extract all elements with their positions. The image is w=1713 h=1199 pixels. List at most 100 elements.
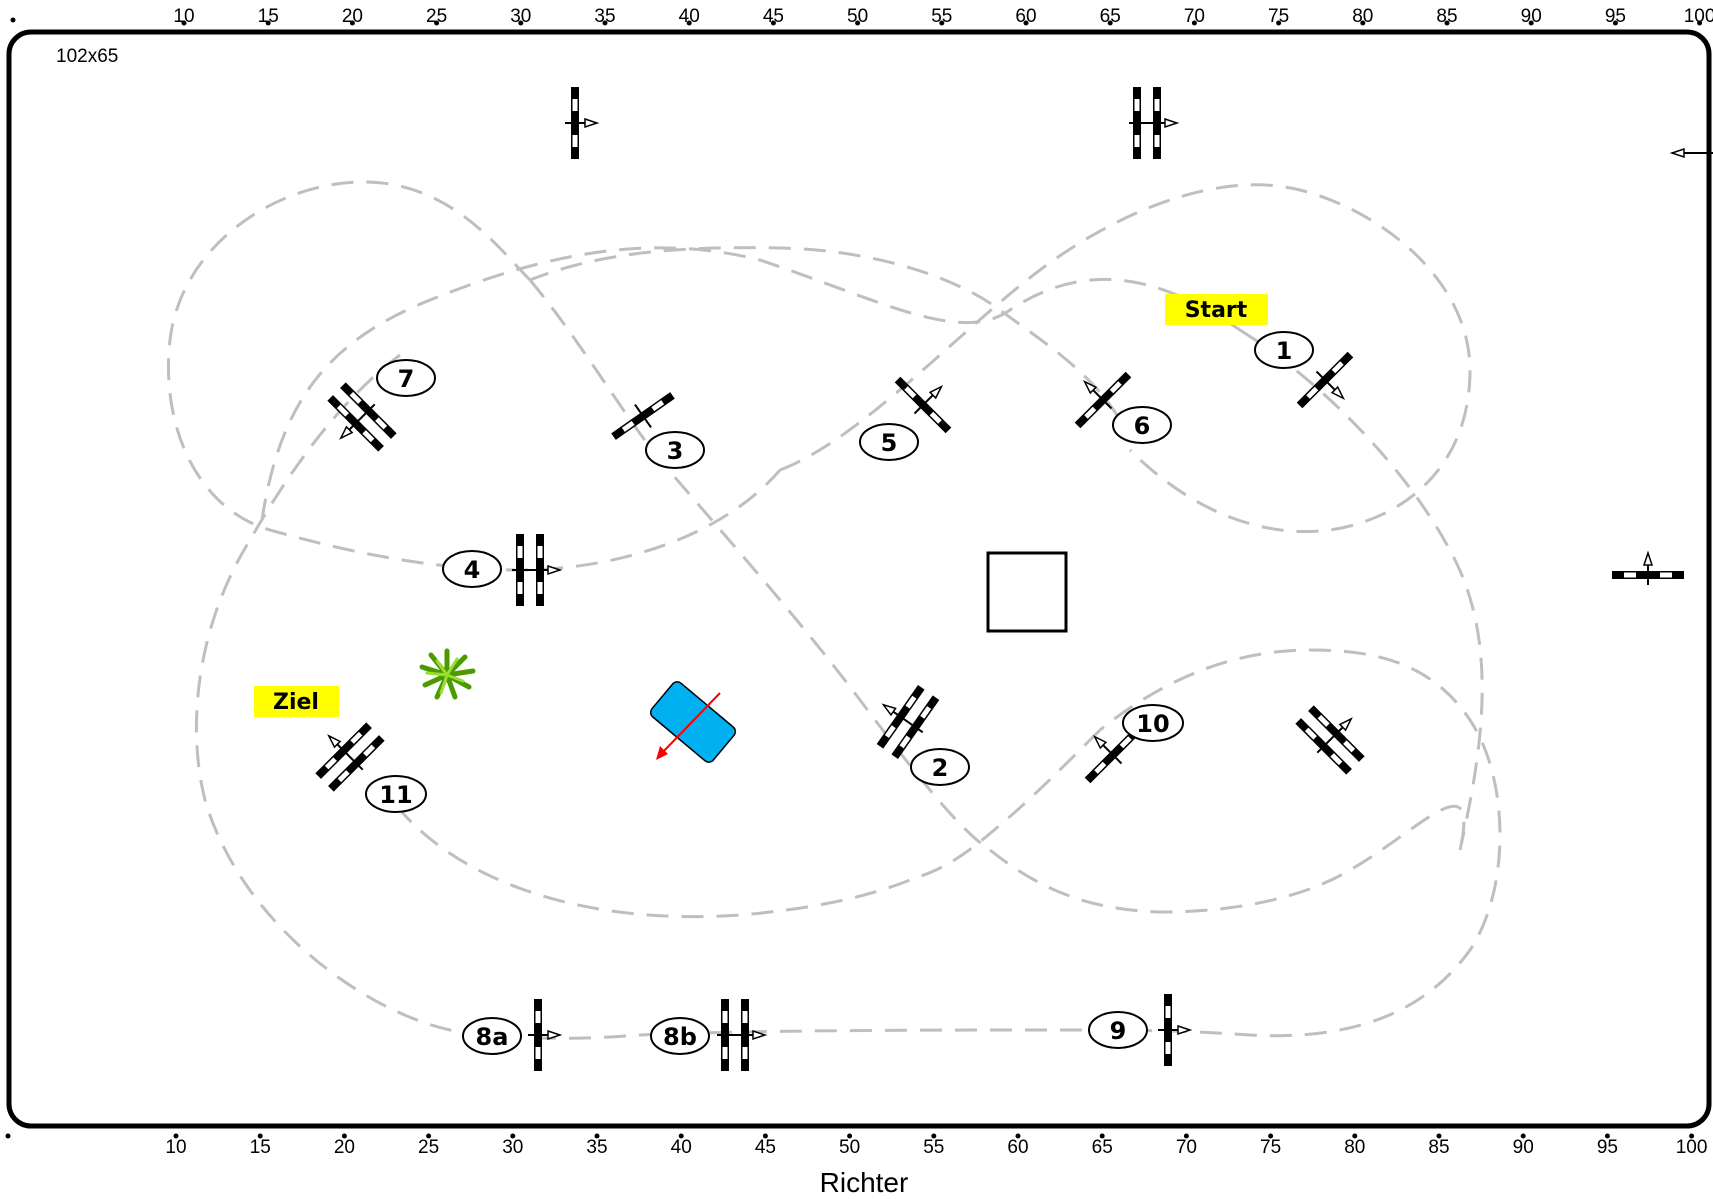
fence-8b-icon <box>717 999 765 1071</box>
ruler-bottom-tick-label: 100 <box>1676 1137 1708 1158</box>
ruler-bottom-tick-dot <box>257 1133 263 1139</box>
ruler-top-tick-label: 20 <box>342 6 363 27</box>
red-arrow-icon <box>656 692 721 760</box>
ruler-bottom-tick-dot <box>1183 1133 1189 1139</box>
fence-9-icon <box>1158 994 1190 1066</box>
ruler-bottom-tick-dot <box>1436 1133 1442 1139</box>
svg-text:5: 5 <box>881 429 898 457</box>
arena-size-label: 102x65 <box>56 46 118 67</box>
ruler-bottom-tick-label: 20 <box>334 1137 355 1158</box>
corner-dot-top-left <box>10 17 16 23</box>
fence-3-icon <box>611 392 675 440</box>
ruler-top-tick-dot <box>1444 20 1450 26</box>
ruler-bottom-tick-label: 35 <box>586 1137 607 1158</box>
ruler-top-tick-dot <box>434 20 440 26</box>
fence-extra-oxer-icon <box>1292 693 1377 778</box>
ruler-top-tick-dot <box>770 20 776 26</box>
svg-text:6: 6 <box>1134 412 1151 440</box>
ruler-top-tick-label: 95 <box>1605 6 1626 27</box>
finish-label: Ziel <box>254 686 339 717</box>
ruler-bottom-tick-label: 50 <box>839 1137 860 1158</box>
svg-text:Ziel: Ziel <box>273 690 319 715</box>
ruler-bottom-tick-label: 10 <box>165 1137 186 1158</box>
ruler-bottom-tick-label: 95 <box>1597 1137 1618 1158</box>
center-box <box>986 551 1068 633</box>
svg-text:1: 1 <box>1276 337 1293 365</box>
ruler-bottom-tick-dot <box>678 1133 684 1139</box>
ruler-top-tick-label: 10 <box>173 6 194 27</box>
ruler-bottom-tick-label: 15 <box>250 1137 271 1158</box>
obstacle-number-10: 10 <box>1122 704 1184 742</box>
ruler-top-tick-dot <box>181 20 187 26</box>
svg-text:7: 7 <box>398 365 415 393</box>
corner-dot-bottom-left <box>5 1133 11 1139</box>
fence-top-1-icon <box>565 87 597 159</box>
obstacle-number-9: 9 <box>1088 1011 1148 1049</box>
obstacle-number-11: 11 <box>365 775 427 813</box>
ruler-top-tick-label: 40 <box>679 6 700 27</box>
arena-border <box>6 29 1712 1129</box>
ruler-bottom-tick-label: 75 <box>1260 1137 1281 1158</box>
ruler-top-tick-label: 100 <box>1684 6 1713 27</box>
ruler-top-tick-dot <box>1697 20 1703 26</box>
svg-text:8b: 8b <box>663 1023 697 1051</box>
ruler-top-tick-label: 90 <box>1521 6 1542 27</box>
svg-text:3: 3 <box>667 437 684 465</box>
svg-text:4: 4 <box>464 556 481 584</box>
ruler-top-tick-label: 75 <box>1268 6 1289 27</box>
fence-8a-icon <box>528 999 560 1071</box>
ruler-bottom-tick-dot <box>1689 1133 1695 1139</box>
fence-top-oxer-icon <box>1129 87 1177 159</box>
ruler-bottom-tick-label: 85 <box>1428 1137 1449 1158</box>
ruler-top-tick-label: 30 <box>510 6 531 27</box>
course-path <box>167 180 1502 1040</box>
svg-text:10: 10 <box>1136 710 1169 738</box>
ruler-top-tick-dot <box>1191 20 1197 26</box>
ruler-top-tick-dot <box>602 20 608 26</box>
ruler-bottom-tick-label: 45 <box>755 1137 776 1158</box>
ruler-top-tick-dot <box>1023 20 1029 26</box>
ruler-bottom-tick-dot <box>1268 1133 1274 1139</box>
ruler-top-tick-dot <box>518 20 524 26</box>
obstacle-number-4: 4 <box>442 550 502 588</box>
ruler-top-tick-label: 15 <box>258 6 279 27</box>
fence-4-icon <box>512 534 560 606</box>
ruler-top-tick-dot <box>1360 20 1366 26</box>
side-arrow-icon <box>1669 147 1713 159</box>
ruler-top-tick-dot <box>265 20 271 26</box>
ruler-bottom-tick-dot <box>931 1133 937 1139</box>
ruler-top-tick-dot <box>349 20 355 26</box>
ruler-bottom-tick-dot <box>1604 1133 1610 1139</box>
ruler-top-tick-label: 55 <box>931 6 952 27</box>
ruler-bottom-tick-dot <box>1099 1133 1105 1139</box>
ruler-top-tick-label: 60 <box>1015 6 1036 27</box>
svg-text:11: 11 <box>379 781 412 809</box>
ruler-top-tick-dot <box>686 20 692 26</box>
plant-icon <box>419 648 476 700</box>
ruler-top-tick-label: 50 <box>847 6 868 27</box>
obstacle-number-3: 3 <box>645 431 705 469</box>
ruler-top-tick-dot <box>1528 20 1534 26</box>
ruler-bottom-tick-label: 55 <box>923 1137 944 1158</box>
ruler-top-tick-label: 35 <box>594 6 615 27</box>
obstacle-number-5: 5 <box>859 423 919 461</box>
ruler-bottom-tick-dot <box>173 1133 179 1139</box>
ruler-top-tick-dot <box>1276 20 1282 26</box>
obstacle-number-7: 7 <box>376 359 436 397</box>
ruler-bottom-tick-label: 70 <box>1176 1137 1197 1158</box>
ruler-bottom-tick-dot <box>341 1133 347 1139</box>
ruler-bottom-tick-dot <box>847 1133 853 1139</box>
ruler-bottom-tick-label: 40 <box>671 1137 692 1158</box>
ruler-bottom-tick-dot <box>762 1133 768 1139</box>
ruler-top-tick-dot <box>1107 20 1113 26</box>
start-label: Start <box>1165 294 1268 325</box>
ruler-top-tick-label: 70 <box>1184 6 1205 27</box>
svg-text:9: 9 <box>1110 1017 1127 1045</box>
ruler-top-tick-dot <box>939 20 945 26</box>
ruler-top-tick-label: 45 <box>763 6 784 27</box>
ruler-bottom-tick-dot <box>1520 1133 1526 1139</box>
obstacle-number-6: 6 <box>1112 406 1172 444</box>
obstacle-number-8a: 8a <box>462 1017 522 1055</box>
ruler-top-tick-label: 65 <box>1100 6 1121 27</box>
ruler-bottom-tick-label: 90 <box>1513 1137 1534 1158</box>
